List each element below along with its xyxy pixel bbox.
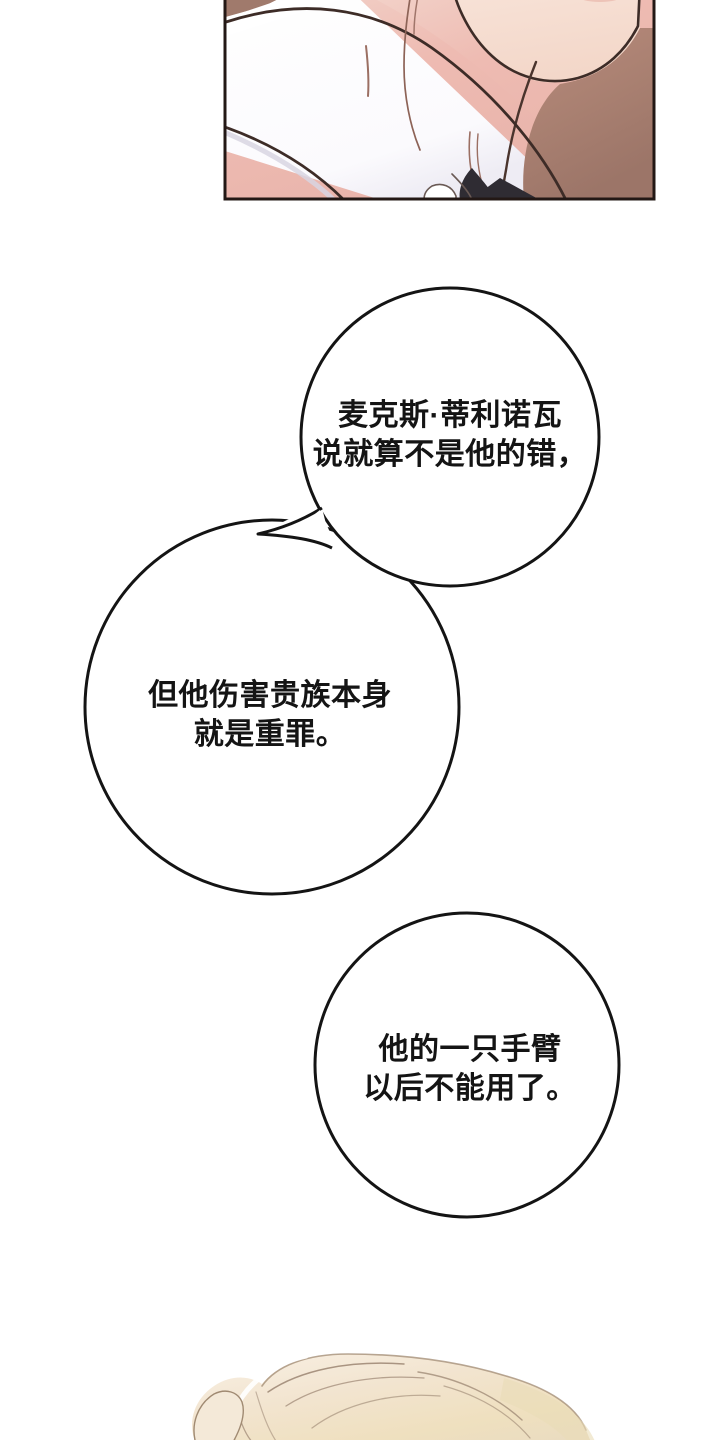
bubble-1-outline xyxy=(299,286,601,588)
hair-strand-5 xyxy=(443,1385,531,1439)
hair-highlight xyxy=(237,1353,309,1403)
hair-strand-2 xyxy=(285,1376,425,1407)
collar-edge xyxy=(225,7,568,200)
bubble-3 xyxy=(313,911,621,1219)
skin-crease-a xyxy=(365,45,370,97)
bubble-2-text: 但他伤害贵族本身 就是重罪。 xyxy=(148,679,392,751)
hair-strand-4 xyxy=(417,1371,523,1421)
top-panel-border xyxy=(223,0,656,201)
skin-crease-c xyxy=(413,0,418,35)
bottom-panel-art xyxy=(192,1353,595,1440)
bubble-3-text: 他的一只手臂 以后不能用了。 xyxy=(363,1033,577,1105)
jacket-dark-2 xyxy=(459,168,496,200)
hair-shade-right xyxy=(500,1378,595,1440)
collar-fold xyxy=(225,125,346,200)
blush-mark xyxy=(583,0,617,2)
bubble-1 xyxy=(256,286,601,588)
bubble-2-outline xyxy=(83,518,461,896)
bubble-3-outline xyxy=(313,911,621,1219)
collar-fold-shade xyxy=(225,129,337,200)
hair-outline xyxy=(261,1353,587,1431)
hair-strand-3 xyxy=(311,1394,441,1429)
hair-tuft xyxy=(193,1390,244,1440)
jaw-outline xyxy=(454,0,641,83)
shirt-body xyxy=(225,0,560,200)
skin-crease-b xyxy=(403,0,421,151)
jaw-light xyxy=(456,0,640,83)
hair-strand-8 xyxy=(255,1391,277,1440)
hair-strand-1 xyxy=(267,1362,405,1393)
jaw-shadow xyxy=(523,28,655,200)
collar-button xyxy=(423,183,457,200)
bubble-1-text: 麦克斯·蒂利诺瓦 说就算不是他的错， xyxy=(312,399,588,471)
top-panel-art xyxy=(225,0,655,200)
